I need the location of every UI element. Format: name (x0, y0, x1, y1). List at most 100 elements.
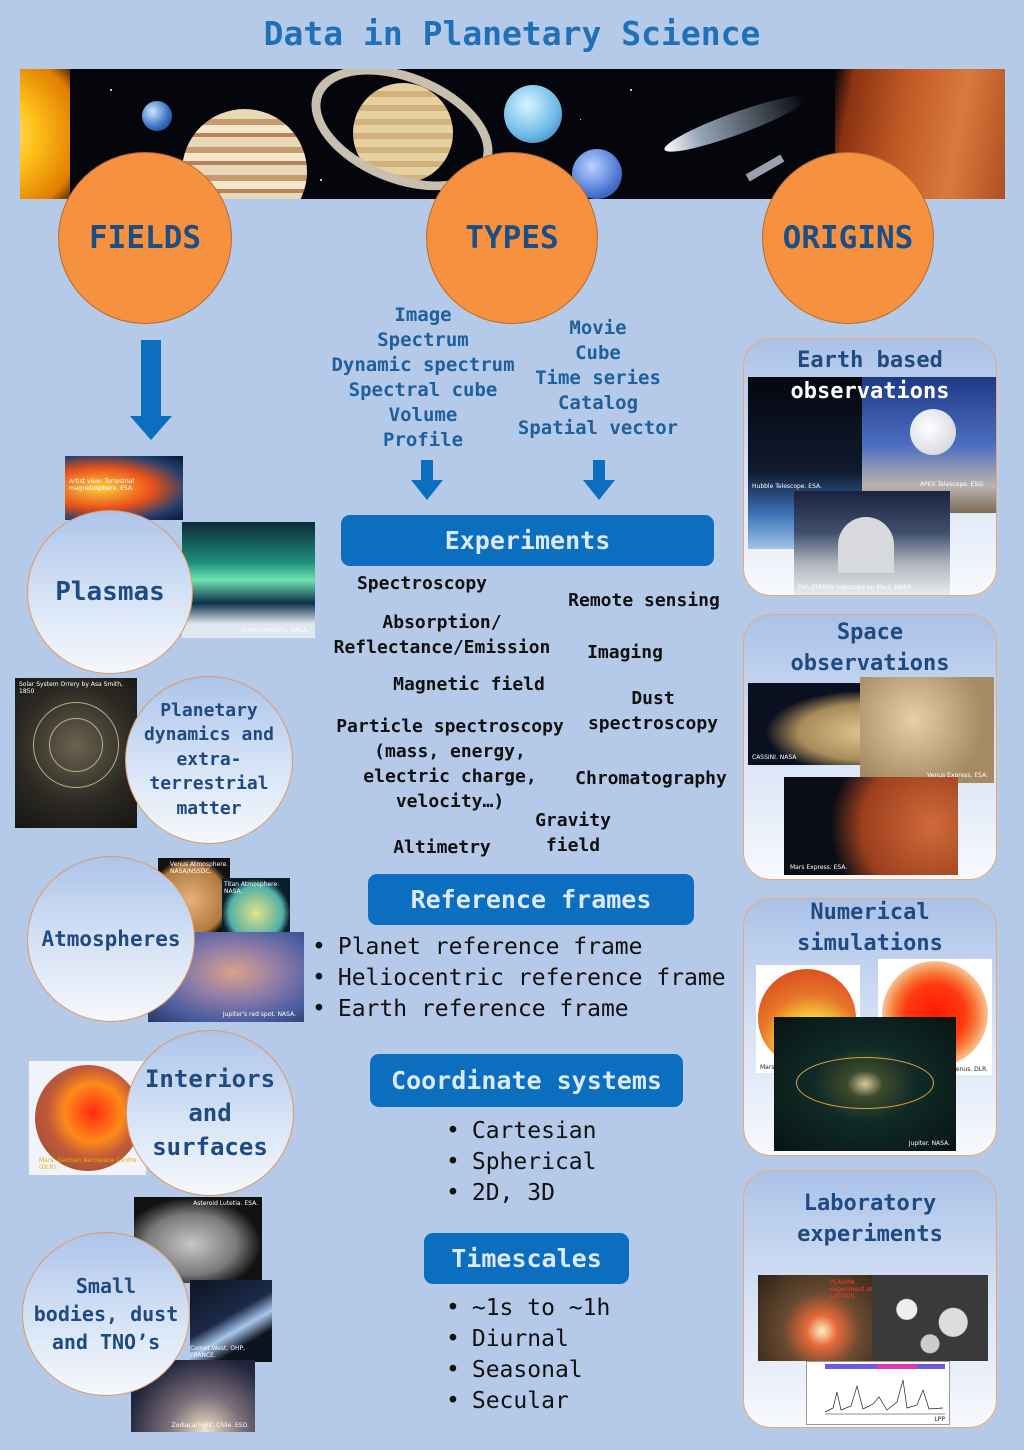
type-item: Profile (382, 429, 464, 451)
photo-caption: Zodiacal light, Chile. ESO. (171, 1422, 249, 1429)
fields-arrow (141, 340, 161, 418)
origin-title-line: Numerical (810, 900, 930, 925)
particles-micrograph-photo (872, 1275, 988, 1361)
exp-gravity-line: field (545, 835, 601, 856)
field-label-line: Planetary (160, 699, 258, 721)
field-label-line: bodies, dust (33, 1302, 179, 1326)
photo-caption: Mars Express. ESA. (790, 864, 848, 871)
photo-caption: Solar System Orrery by Asa Smith, 1850 (19, 681, 123, 695)
origins-header: ORIGINS (762, 152, 934, 324)
plasma-experiment-photo: PLASMA experiment at LATMOS (758, 1275, 874, 1361)
type-item: Volume (388, 404, 458, 426)
types-arrow-right-head (583, 480, 615, 500)
type-item: Image (394, 304, 452, 326)
photo-caption: Mars. German Aerospace Centre (DLR). (39, 1157, 137, 1171)
field-planetary-dynamics: Planetary dynamics and extra- terrestria… (125, 676, 293, 844)
uranus-image (504, 85, 562, 143)
photo-caption: Pan-STARRS telescope on Maui. NASA (798, 584, 912, 591)
photo-caption: LPP (934, 1416, 945, 1423)
photo-caption: Venus Express. ESA. (927, 772, 988, 779)
sun-image (20, 69, 70, 199)
list-item: Earth reference frame (312, 994, 742, 1025)
origin-title-line: Earth based (797, 348, 943, 373)
type-item: Time series (535, 367, 661, 389)
origin-title-line: simulations (797, 931, 943, 956)
experiments-label: Experiments (341, 515, 714, 566)
photo-caption: Titan Atmosphere. NASA. (224, 881, 280, 895)
photo-caption: Jupiter's red spot. NASA. (222, 1011, 296, 1018)
reference-frames-label: Reference frames (368, 874, 694, 925)
origin-title: Laboratory experiments (744, 1188, 996, 1250)
origin-title: Earth based observations (744, 345, 996, 407)
field-label-line: and (188, 1099, 232, 1127)
origin-title: Space observations (744, 617, 996, 679)
exp-gravity-field: Gravity field (518, 808, 628, 858)
type-item: Spectral cube (348, 379, 498, 401)
field-atmospheres: Atmospheres (27, 856, 195, 1022)
earth-image (142, 101, 172, 131)
timescales-label: Timescales (424, 1233, 629, 1284)
fields-arrow-head (130, 416, 172, 440)
photo-caption: CASSINI. NASA (752, 754, 797, 761)
types-arrow-left (421, 460, 433, 482)
type-item: Movie (569, 317, 627, 339)
exp-remote-sensing: Remote sensing (568, 590, 720, 611)
type-item: Spatial vector (517, 417, 679, 439)
photo-caption: Aurora borealis. NASA. (241, 627, 309, 634)
photo-caption: Hubble Telescope. ESA. (752, 483, 822, 490)
field-label-line: Interiors (144, 1065, 276, 1093)
photo-caption: Comet West. OHP, FRANCE. (190, 1345, 245, 1359)
orrery-photo: Solar System Orrery by Asa Smith, 1850 (15, 678, 137, 828)
photo-caption: Artist view: Terrestrial magnetosphere. … (69, 478, 135, 492)
exp-absorption-line: Reflectance/Emission (333, 637, 551, 658)
origin-title-line: observations (790, 651, 950, 676)
coordinate-systems-label: Coordinate systems (370, 1054, 683, 1107)
exp-absorption-line: Absorption/ (382, 612, 502, 633)
exp-imaging: Imaging (587, 642, 663, 663)
cassini-photo: CASSINI. NASA (748, 683, 878, 765)
aurora-photo: Aurora borealis. NASA. (182, 522, 315, 638)
type-item: Dynamic spectrum (331, 354, 515, 376)
origin-title: Numerical simulations (744, 897, 996, 959)
list-item: Spherical (446, 1147, 706, 1178)
timescales-list: ~1s to ~1h Diurnal Seasonal Secular (446, 1293, 706, 1417)
exp-dust-line: Dust (631, 688, 675, 709)
comet-photo: Comet West. OHP, FRANCE. (190, 1280, 272, 1362)
field-label-line: extra- (176, 748, 242, 770)
exp-gravity-line: Gravity (535, 810, 611, 831)
apex-photo: APEX Telescope. ESO. (862, 377, 996, 513)
page-title: Data in Planetary Science (263, 14, 761, 53)
photo-caption: PLASMA experiment at LATMOS (830, 1279, 873, 1300)
exp-particle-line: velocity…) (395, 791, 505, 812)
list-item: Heliocentric reference frame (312, 963, 742, 994)
exp-dust-spectroscopy: Dust spectroscopy (576, 686, 730, 736)
field-label-line: Small (75, 1274, 137, 1298)
list-item: 2D, 3D (446, 1178, 706, 1209)
list-item: Secular (446, 1386, 706, 1417)
type-item: Catalog (557, 392, 639, 414)
origin-space-observations: Space observations CASSINI. NASA Venus E… (743, 614, 997, 880)
coordinate-systems-list: Cartesian Spherical 2D, 3D (446, 1116, 706, 1209)
types-arrow-right (593, 460, 605, 482)
origin-title-line: Space (836, 620, 904, 645)
type-item: Cube (575, 342, 621, 364)
reference-frames-list: Planet reference frame Heliocentric refe… (312, 932, 742, 1025)
field-plasmas: Plasmas (27, 510, 193, 674)
origin-numerical-simulations: Numerical simulations Mars. NASA. Venus.… (743, 898, 997, 1156)
origin-earth-based: Hubble Telescope. ESA. APEX Telescope. E… (743, 338, 997, 596)
spectrum-plot-photo: LPP (806, 1361, 950, 1425)
types-list-left: Image Spectrum Dynamic spectrum Spectral… (322, 303, 524, 453)
photo-caption: Jupiter. NASA. (908, 1140, 950, 1147)
field-label-line: terrestrial (149, 773, 269, 795)
list-item: Cartesian (446, 1116, 706, 1147)
origin-laboratory-experiments: Laboratory experiments PLASMA experiment… (743, 1170, 997, 1428)
photo-caption: APEX Telescope. ESO. (920, 481, 985, 488)
exp-spectroscopy: Spectroscopy (356, 573, 488, 594)
exp-dust-line: spectroscopy (587, 713, 719, 734)
type-item: Spectrum (377, 329, 469, 351)
exp-particle-line: electric charge, (363, 766, 537, 787)
exp-magnetic-field: Magnetic field (393, 674, 545, 695)
photo-caption: Asteroid Lutetia. ESA. (193, 1200, 258, 1207)
exp-chromatography: Chromatography (575, 768, 727, 789)
photo-caption: Venus. DLR. (952, 1066, 988, 1073)
